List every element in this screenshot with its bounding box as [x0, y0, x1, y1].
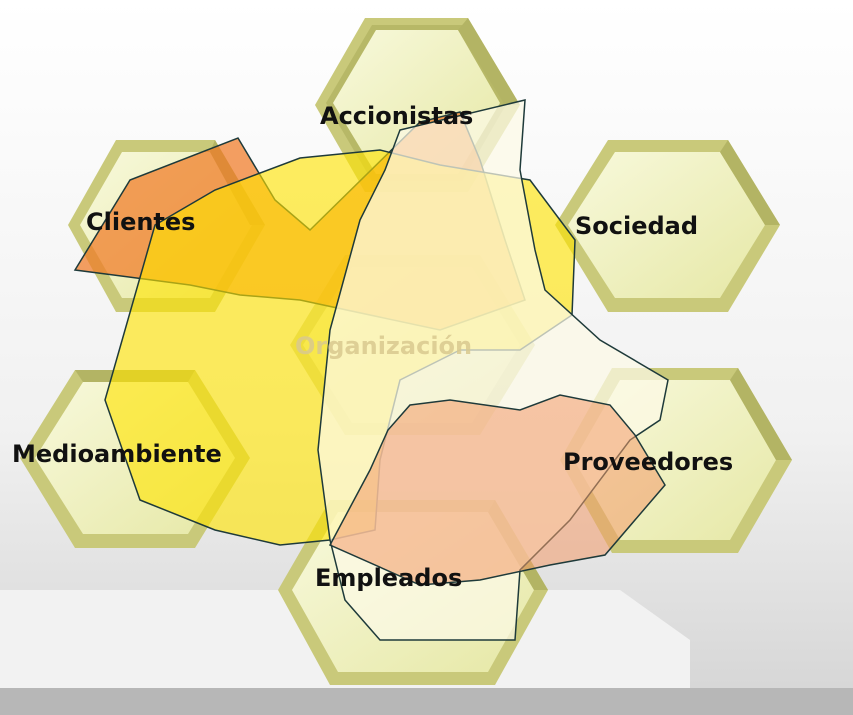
hexagon-sociedad: [555, 140, 780, 312]
background-bottom-band: [0, 688, 853, 715]
node-organizacion: Organización: [295, 332, 472, 360]
node-medioambiente: Medioambiente: [12, 440, 222, 468]
node-clientes: Clientes: [86, 208, 195, 236]
node-sociedad: Sociedad: [575, 212, 698, 240]
node-proveedores: Proveedores: [563, 448, 733, 476]
pink-orange-blob-bottom: [328, 394, 666, 586]
node-accionistas: Accionistas: [320, 102, 473, 130]
node-empleados: Empleados: [315, 564, 462, 592]
